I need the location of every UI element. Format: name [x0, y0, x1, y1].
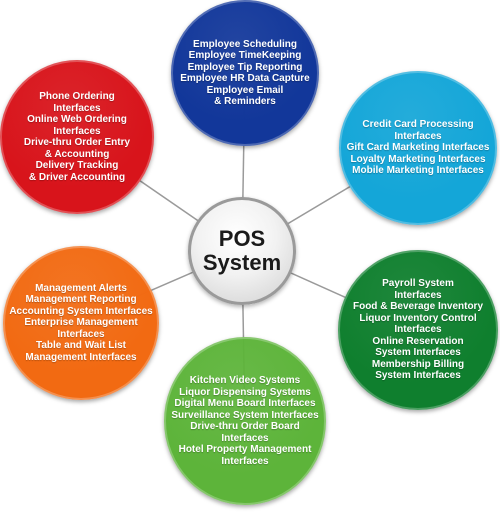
node-text-line: Drive-thru Order Board [190, 421, 300, 432]
node-text-line: Hotel Property Management [178, 444, 312, 455]
node-text-line: Interfaces [221, 455, 269, 467]
node-text-line: & Accounting [44, 148, 110, 160]
node-text-line: Loyalty Marketing Interfaces [350, 153, 486, 165]
node-text-line: Online Reservation [372, 335, 464, 347]
node-text-line: Gift Card Marketing Interfaces [346, 142, 490, 154]
node-text-line: Interfaces [394, 289, 442, 301]
node-text-line: Liquor Dispensing Systems [179, 386, 311, 398]
node-text-line: Digital Menu Board Interfaces [174, 398, 316, 409]
node-text-line: Drive-thru Order Entry [23, 137, 131, 148]
node-text-line: System Interfaces [375, 370, 461, 382]
node-text-line: Table and Wait List [35, 340, 126, 352]
node-text-line: Liquor Inventory Control [359, 312, 477, 324]
node-text-line: Food & Beverage Inventory [352, 301, 484, 313]
node-text-line: Employee HR Data Capture [180, 73, 310, 84]
node-text-line: Management Interfaces [25, 351, 137, 363]
node-text-line: Membership Billing [371, 358, 465, 370]
node-text-line: System Interfaces [375, 347, 461, 359]
node-text-line: Employee Tip Reporting [187, 61, 303, 73]
node-text-line: & Driver Accounting [28, 171, 126, 183]
node-text-line: Management Alerts [35, 282, 127, 294]
node-text-line: Employee Email [206, 84, 284, 96]
node-text-line: Payroll System [382, 278, 454, 290]
node-text-line: & Reminders [214, 96, 276, 107]
node-text-line: Enterprise Management [24, 317, 138, 329]
node-text-line: Mobile Marketing Interfaces [352, 165, 484, 177]
node-text-line: Surveillance System Interfaces [171, 409, 319, 421]
node-text-line: Credit Card Processing [362, 119, 474, 131]
hub-title-line2: System [202, 250, 282, 275]
node-text-line: Accounting System Interfaces [9, 305, 153, 317]
node-text-line: Interfaces [394, 324, 442, 336]
node-text-line: Kitchen Video Systems [189, 375, 301, 386]
node-text-line: Interfaces [53, 102, 101, 114]
node-text-line: Employee Scheduling [193, 38, 297, 50]
node-text-line: Interfaces [221, 432, 269, 444]
hub-title-line1: POS [218, 226, 266, 251]
node-text-line: Phone Ordering [39, 91, 115, 102]
node-text-line: Interfaces [53, 125, 101, 137]
node-text-line: Online Web Ordering [27, 114, 127, 125]
node-text-line: Interfaces [57, 328, 105, 340]
node-text-line: Interfaces [394, 130, 442, 142]
node-text-line: Delivery Tracking [35, 160, 119, 171]
node-text-line: Management Reporting [25, 294, 137, 306]
pos-system-hub: POS System [188, 197, 296, 305]
node-text-line: Employee TimeKeeping [188, 50, 302, 61]
